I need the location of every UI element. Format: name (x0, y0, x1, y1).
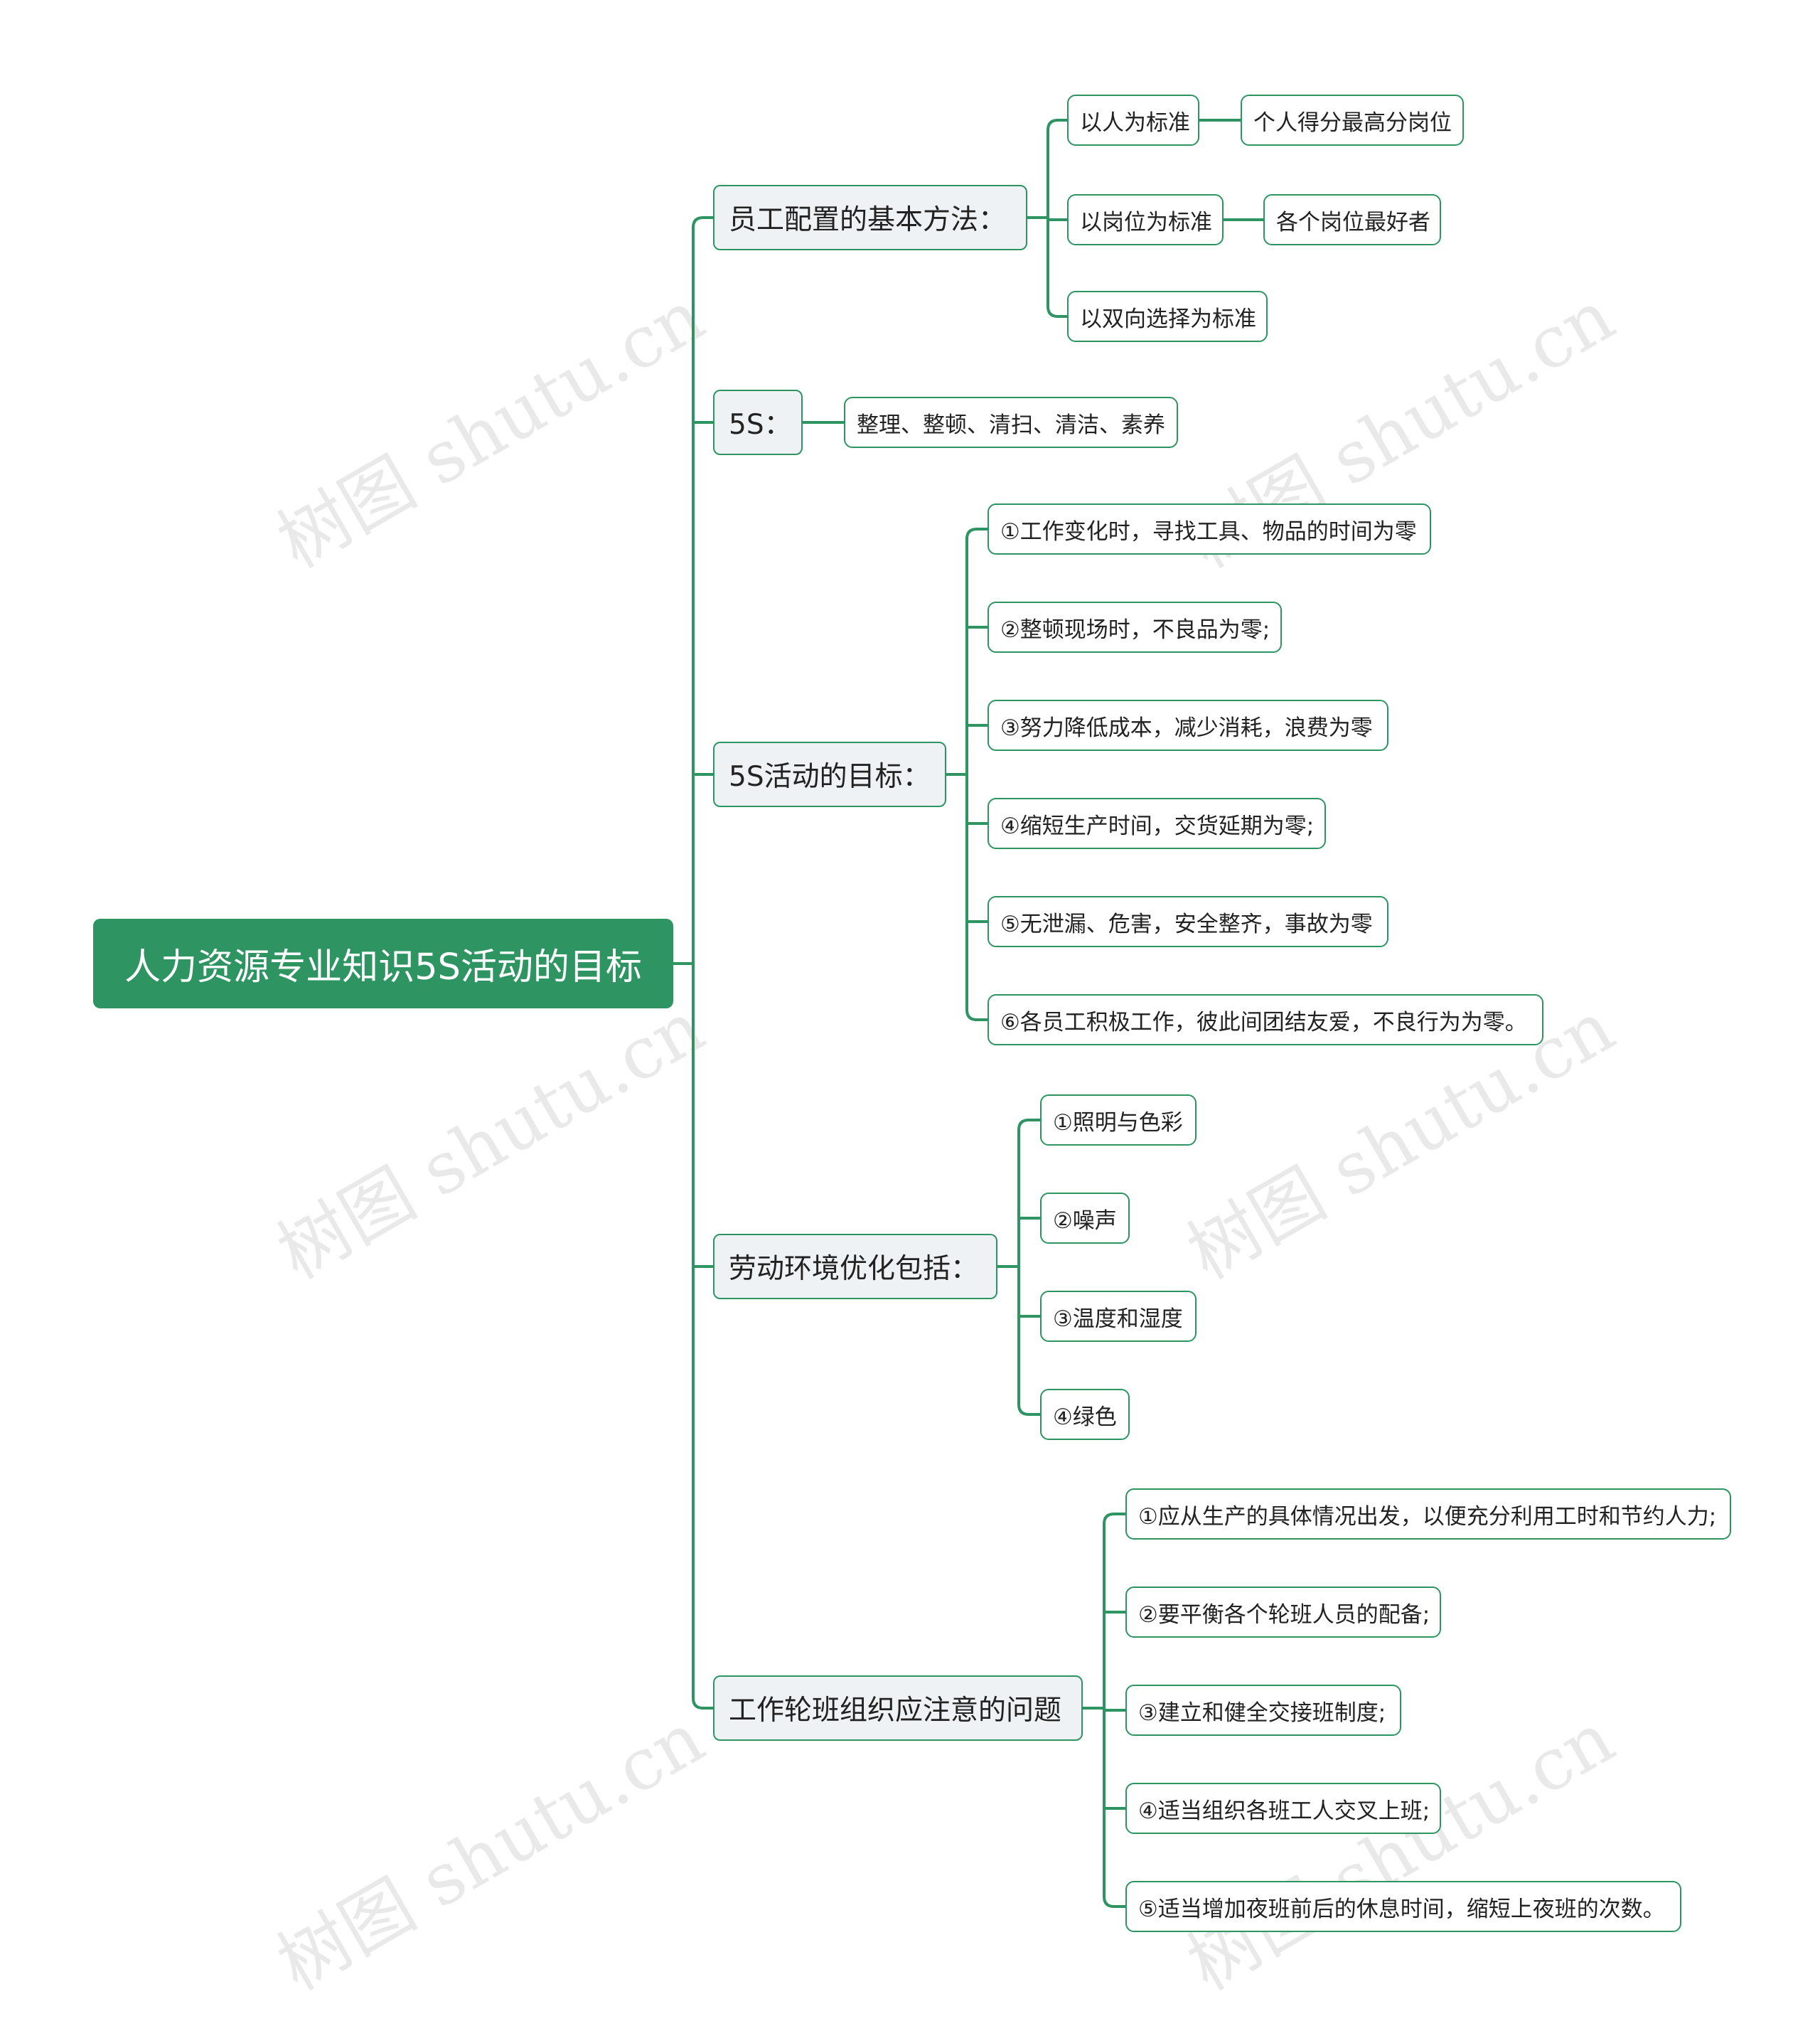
connector-line (1103, 1513, 1125, 1525)
environment-item[interactable]: ④绿色 (1040, 1389, 1130, 1440)
staffing-result-person[interactable]: 个人得分最高分岗位 (1241, 95, 1464, 146)
branch-5s[interactable]: 5S： (713, 390, 803, 455)
goal-item[interactable]: ②整顿现场时，不良品为零; (987, 602, 1282, 653)
root-topic[interactable]: 人力资源专业知识5S活动的目标 (93, 919, 673, 1008)
branch-shifts[interactable]: 工作轮班组织应注意的问题 (713, 1675, 1083, 1741)
goal-item[interactable]: ①工作变化时，寻找工具、物品的时间为零 (987, 503, 1431, 555)
branch-5s-goals[interactable]: 5S活动的目标： (713, 742, 946, 807)
environment-item[interactable]: ③温度和湿度 (1040, 1291, 1197, 1342)
connector-line (1046, 306, 1067, 318)
shift-item[interactable]: ②要平衡各个轮班人员的配备; (1125, 1587, 1441, 1638)
staffing-result-position[interactable]: 各个岗位最好者 (1263, 194, 1441, 245)
goal-item[interactable]: ⑤无泄漏、危害，安全整齐，事故为零 (987, 896, 1388, 947)
staffing-method-two-way[interactable]: 以双向选择为标准 (1067, 291, 1268, 342)
goal-item[interactable]: ⑥各员工积极工作，彼此间团结友爱，不良行为为零。 (987, 994, 1543, 1045)
connector-line (965, 528, 987, 540)
connector-line (1017, 1404, 1040, 1416)
branch-staffing[interactable]: 员工配置的基本方法： (713, 185, 1027, 250)
connector-line (692, 216, 713, 228)
five-s-items[interactable]: 整理、整顿、清扫、清洁、素养 (844, 397, 1178, 448)
connector-line (1046, 119, 1067, 131)
environment-item[interactable]: ②噪声 (1040, 1193, 1130, 1244)
staffing-method-person[interactable]: 以人为标准 (1067, 95, 1199, 146)
goal-item[interactable]: ③努力降低成本，减少消耗，浪费为零 (987, 700, 1388, 751)
environment-item[interactable]: ①照明与色彩 (1040, 1094, 1197, 1146)
connector-line (692, 1697, 713, 1710)
goal-item[interactable]: ④缩短生产时间，交货延期为零; (987, 798, 1326, 849)
shift-item[interactable]: ④适当组织各班工人交叉上班; (1125, 1783, 1441, 1834)
connector-line (965, 1009, 987, 1021)
staffing-method-position[interactable]: 以岗位为标准 (1067, 194, 1224, 245)
branch-environment[interactable]: 劳动环境优化包括： (713, 1234, 997, 1299)
connector-line (1017, 1119, 1040, 1131)
connector-line (1103, 1896, 1125, 1908)
shift-item[interactable]: ③建立和健全交接班制度; (1125, 1685, 1401, 1736)
shift-item[interactable]: ①应从生产的具体情况出发，以便充分利用工时和节约人力; (1125, 1488, 1731, 1540)
shift-item[interactable]: ⑤适当增加夜班前后的休息时间，缩短上夜班的次数。 (1125, 1881, 1681, 1932)
